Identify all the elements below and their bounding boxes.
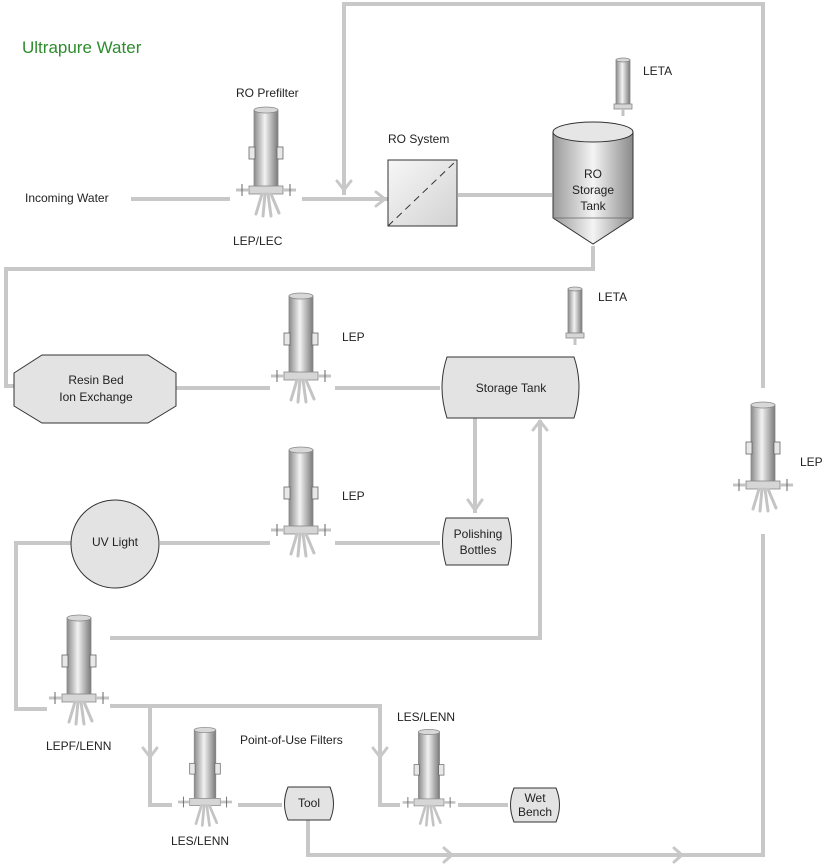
lepf-lenn-label: LEPF/LENN xyxy=(46,739,111,753)
lep-right-label: LEP xyxy=(800,455,823,469)
pipes xyxy=(4,2,765,857)
incoming-water-label: Incoming Water xyxy=(25,191,109,205)
ro-prefilter-label: RO Prefilter xyxy=(236,86,299,100)
ro-system-label: RO System xyxy=(388,132,449,146)
les-lenn-left-label: LES/LENN xyxy=(171,834,229,848)
leta-top-label: LETA xyxy=(643,64,672,78)
resin-bed-label-line-1: Resin Bed xyxy=(68,373,123,387)
uv-light-label: UV Light xyxy=(92,535,139,549)
les-lenn-left-filter-icon xyxy=(176,725,234,827)
tool-label: Tool xyxy=(298,796,320,810)
leta-mid-sensor-icon xyxy=(564,285,586,347)
wet-bench-box: Wet Bench xyxy=(510,787,560,823)
flow-arrows xyxy=(141,179,684,864)
les-lenn-right-label: LES/LENN xyxy=(397,710,455,724)
tool-box: Tool xyxy=(284,786,334,821)
lep-2-label: LEP xyxy=(342,489,365,503)
polishing-bottles-label-line-2: Bottles xyxy=(460,543,497,557)
lep-lec-label: LEP/LEC xyxy=(233,234,283,248)
leta-mid-label: LETA xyxy=(598,290,627,304)
point-of-use-filters-label: Point-of-Use Filters xyxy=(240,733,343,747)
ro-prefilter-icon xyxy=(234,105,298,218)
ro-system-box xyxy=(387,159,458,227)
storage-tank: Storage Tank xyxy=(441,356,580,419)
wet-bench-label-line-2: Bench xyxy=(518,805,552,819)
leta-top-sensor-icon xyxy=(612,56,634,118)
lep-filter-1-icon xyxy=(269,291,333,404)
les-lenn-right-filter-icon xyxy=(401,728,457,827)
lepf-lenn-filter-icon xyxy=(47,613,111,726)
lep-1-label: LEP xyxy=(342,330,365,344)
resin-bed-label-line-2: Ion Exchange xyxy=(59,390,133,404)
polishing-bottles-label-line-1: Polishing xyxy=(454,527,503,541)
ro-storage-tank: RO Storage Tank xyxy=(552,121,634,245)
lep-right-filter-icon xyxy=(731,400,795,513)
ro-tank-label-line-2: Storage xyxy=(572,183,614,197)
ro-tank-label-line-3: Tank xyxy=(580,199,606,213)
storage-tank-label: Storage Tank xyxy=(476,381,547,395)
resin-bed-ion-exchange: Resin Bed Ion Exchange xyxy=(13,354,177,424)
uv-light: UV Light xyxy=(70,499,160,589)
diagram-title: Ultrapure Water xyxy=(22,38,142,57)
lep-filter-2-icon xyxy=(269,445,333,558)
ro-tank-label-line-1: RO xyxy=(584,167,602,181)
polishing-bottles: Polishing Bottles xyxy=(442,517,512,566)
wet-bench-label-line-1: Wet xyxy=(524,791,546,805)
